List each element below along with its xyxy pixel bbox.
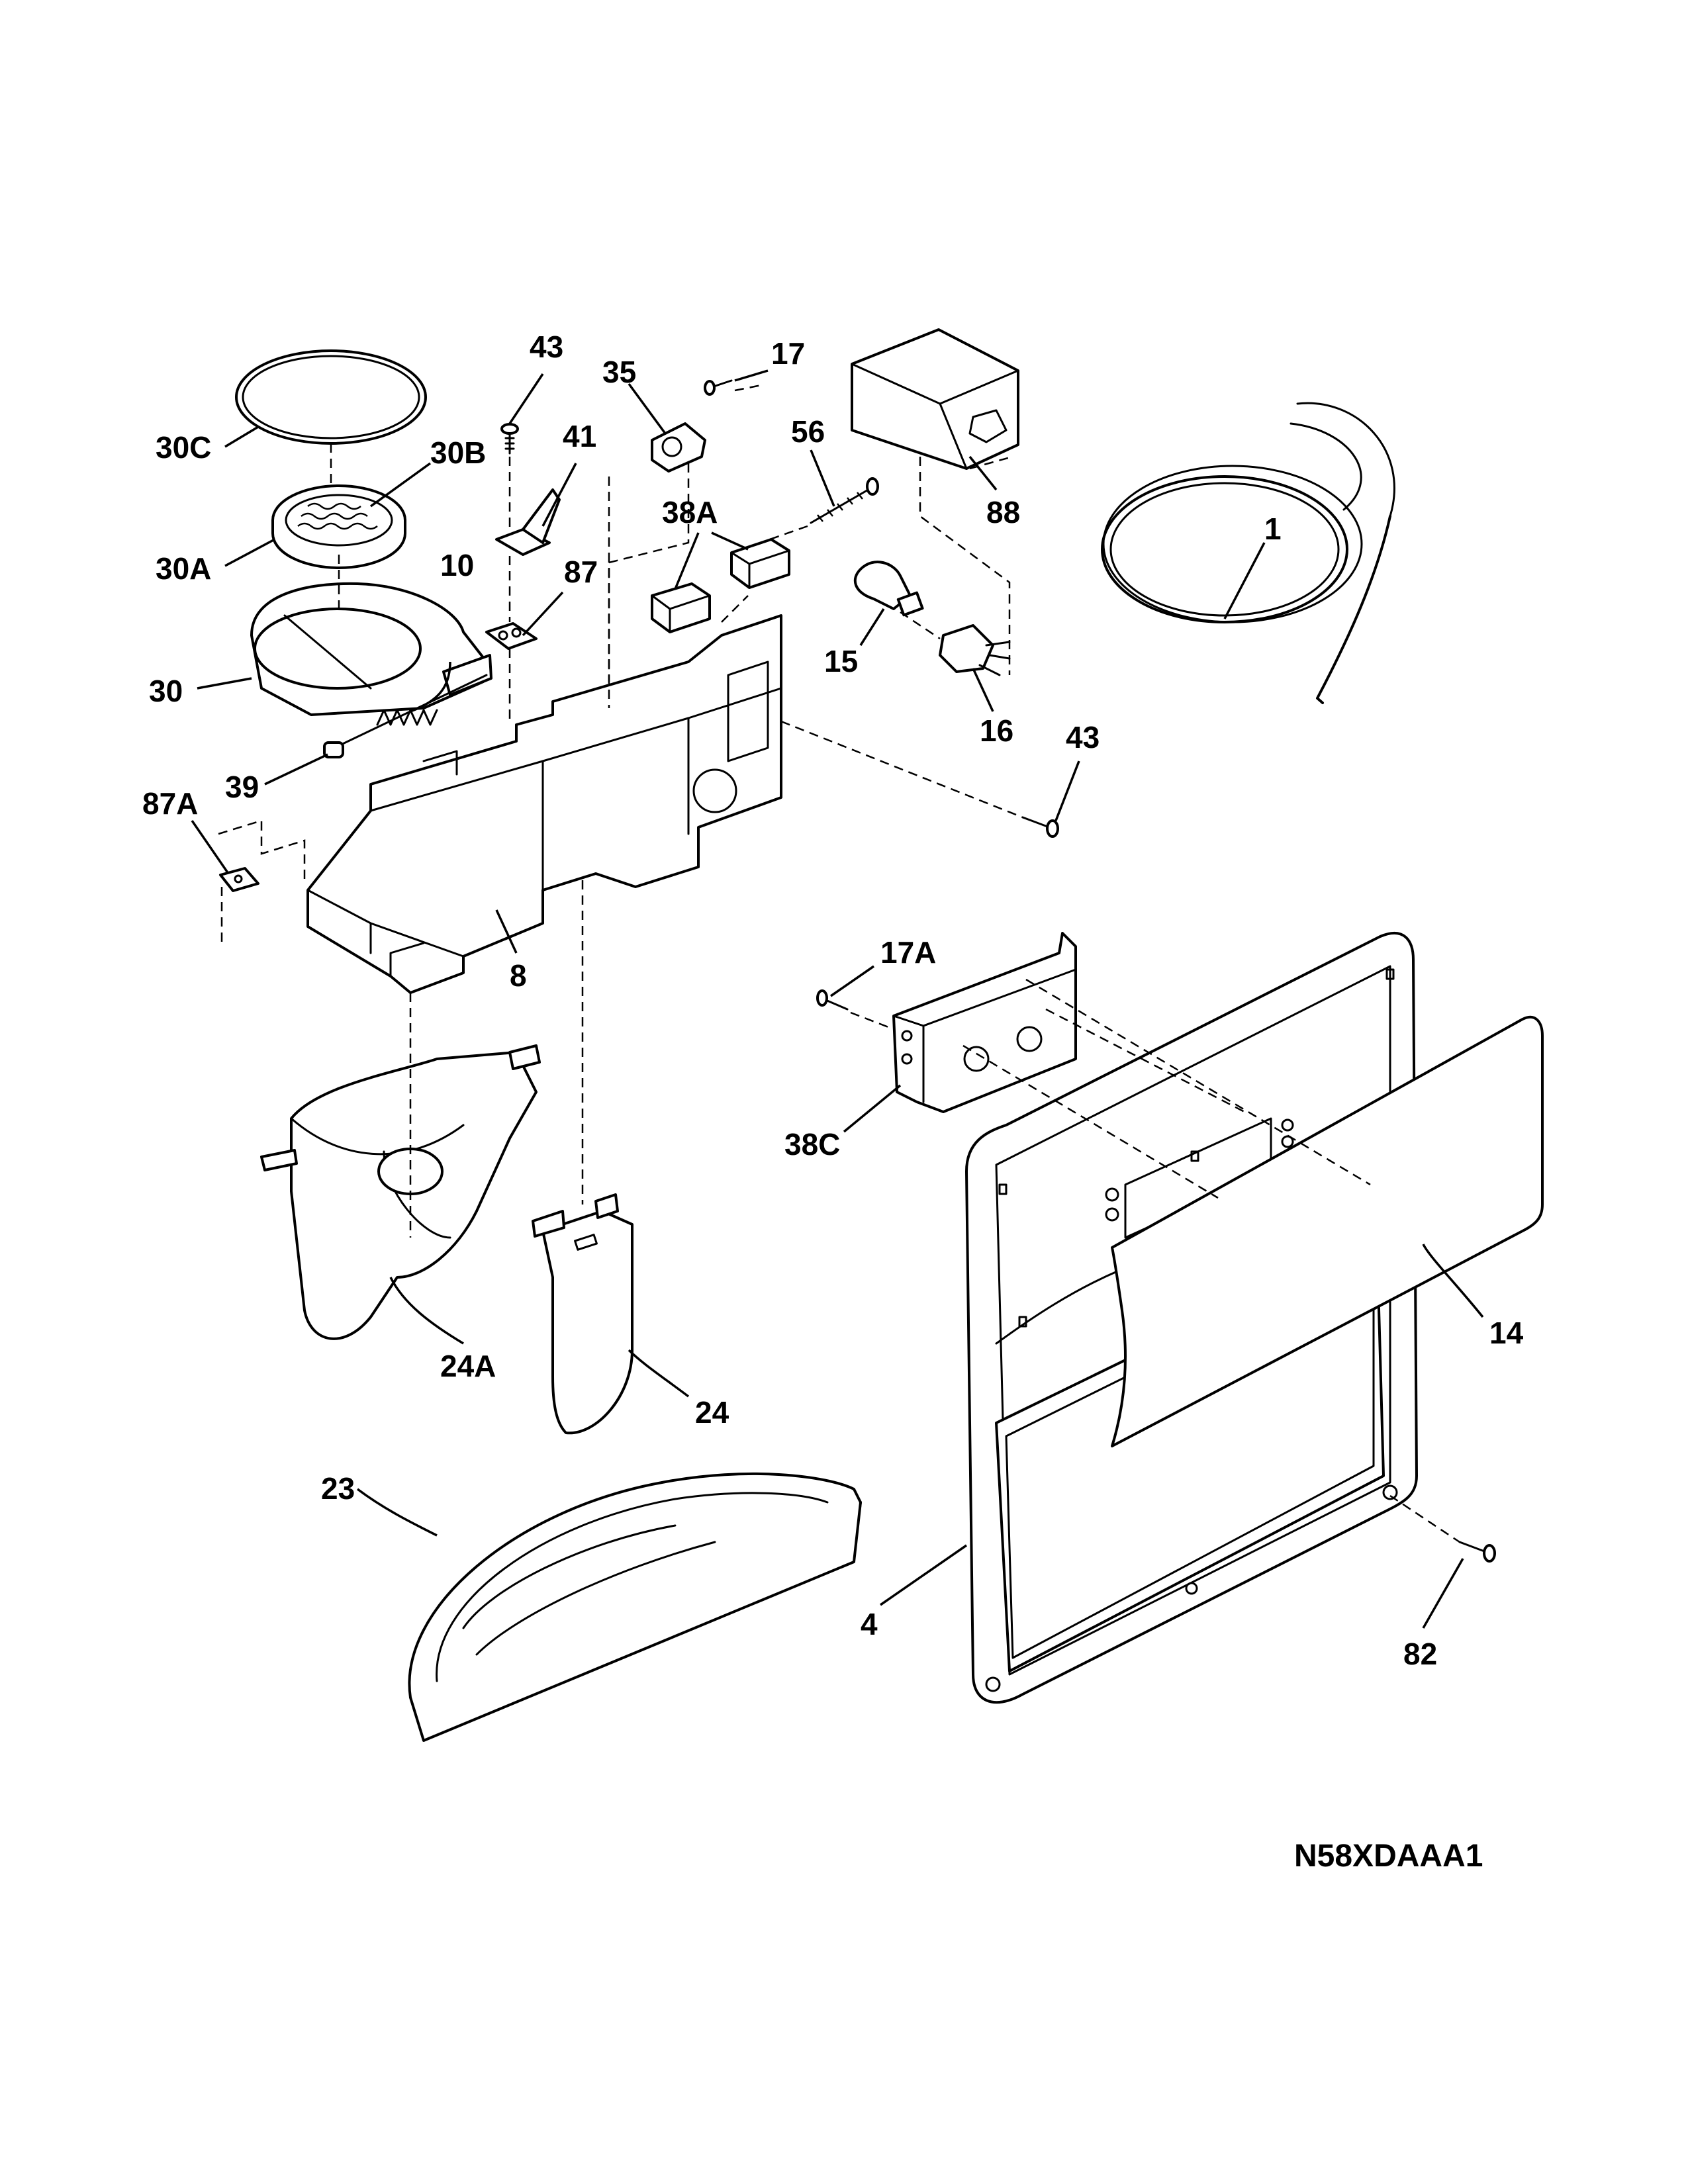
callout-43-upper: 43 <box>530 330 563 364</box>
callout-87: 87 <box>564 555 598 589</box>
part-87A-clip <box>219 867 259 892</box>
callout-17: 17 <box>771 336 805 371</box>
callout-24A: 24A <box>440 1349 496 1383</box>
callout-1: 1 <box>1264 512 1282 546</box>
part-38A-switch-left <box>651 582 711 633</box>
leader-lines <box>191 369 1484 1629</box>
callout-43-lower: 43 <box>1066 720 1100 754</box>
part-38C-bracket <box>892 932 1077 1113</box>
part-14-overlay-panel <box>1111 1015 1544 1447</box>
part-43-screw-upper <box>500 423 519 455</box>
callout-35: 35 <box>602 355 636 389</box>
callout-14: 14 <box>1489 1316 1524 1350</box>
callout-30B: 30B <box>430 435 486 470</box>
part-39-spring-pin <box>323 709 438 758</box>
callout-30: 30 <box>149 674 183 708</box>
callout-17A: 17A <box>880 935 936 970</box>
part-17A-screw <box>816 989 849 1011</box>
callout-23: 23 <box>321 1471 355 1506</box>
callout-16: 16 <box>980 713 1013 748</box>
callout-30C: 30C <box>156 430 211 465</box>
callout-24: 24 <box>695 1395 729 1430</box>
part-1-tubing-coil <box>1101 402 1395 704</box>
assembly-lines <box>218 384 1460 1543</box>
callout-41: 41 <box>563 419 596 453</box>
part-8-housing <box>306 614 782 994</box>
callout-87A: 87A <box>142 786 198 821</box>
drawing-code: N58XDAAA1 <box>1294 1839 1483 1874</box>
part-30-bracket <box>250 582 492 716</box>
part-17-screw <box>704 379 733 396</box>
callout-30A: 30A <box>156 551 211 586</box>
callout-15: 15 <box>824 644 858 678</box>
callout-4: 4 <box>861 1607 878 1641</box>
callout-8: 8 <box>510 958 527 993</box>
callout-39: 39 <box>225 770 259 804</box>
part-41-bracket <box>495 488 561 556</box>
part-88-box <box>851 328 1019 470</box>
part-56-long-screw <box>810 477 879 524</box>
part-15-bulb <box>853 561 924 617</box>
callout-labels: 30C 30B 30A 30 10 39 87A 43 41 87 35 17 … <box>142 330 1524 1874</box>
part-30A-disc <box>271 484 406 569</box>
callout-38C: 38C <box>784 1127 840 1161</box>
callout-82: 82 <box>1403 1637 1437 1671</box>
part-43-screw-lower <box>1021 816 1059 838</box>
part-30C-ring <box>235 349 427 445</box>
part-35-actuator <box>651 422 706 473</box>
part-16-socket <box>939 624 1011 676</box>
part-24-flapper <box>532 1193 633 1435</box>
part-82-screw <box>1458 1541 1496 1563</box>
part-87-clip <box>485 622 538 650</box>
callout-88: 88 <box>986 495 1020 529</box>
callout-10: 10 <box>440 548 474 582</box>
part-23-drip-tray <box>408 1472 862 1742</box>
callout-56: 56 <box>791 414 825 449</box>
part-30B-mesh <box>297 502 378 530</box>
callout-38A: 38A <box>662 495 718 529</box>
